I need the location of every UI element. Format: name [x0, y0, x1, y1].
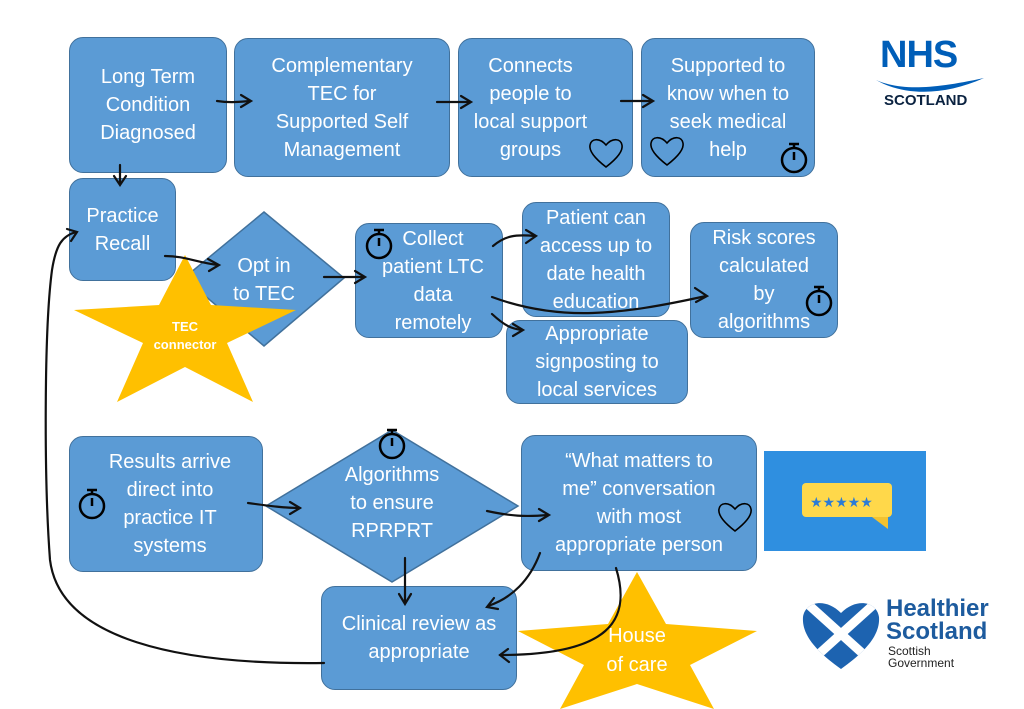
stopwatch-icon [365, 228, 393, 260]
box-signposting: Appropriate signposting to local service… [506, 320, 688, 404]
box-label: Patient can access up to date health edu… [539, 206, 653, 313]
box-label: Supported to know when to seek medical h… [666, 54, 790, 161]
box-label: Long Term Condition Diagnosed [100, 66, 196, 144]
box-practice-recall: Practice Recall [69, 178, 176, 281]
box-label: Risk scores calculated by algorithms [712, 227, 816, 333]
hs-line3: Scottish [888, 644, 931, 658]
nhs-scotland-logo: NHS SCOTLAND [874, 34, 986, 116]
box-label: Practice Recall [86, 204, 159, 255]
heart-icon [718, 502, 752, 533]
stopwatch-icon [378, 428, 406, 460]
box-label: Complementary TEC for Supported Self Man… [271, 54, 413, 161]
box-results-arrive: Results arrive direct into practice IT s… [69, 436, 263, 572]
box-label: Results arrive direct into practice IT s… [108, 451, 232, 557]
opt-in-label: Opt in to TEC [233, 255, 295, 305]
algorithms-label: Algorithms to ensure RPRPRT [344, 464, 440, 542]
box-ltc-diagnosed: Long Term Condition Diagnosed [69, 37, 227, 173]
tec-connector-label: TEC connector [153, 319, 217, 352]
star-rating-icon: ★★★★★ [764, 451, 926, 551]
heart-icon [589, 138, 623, 169]
box-label: Collect patient LTC data remotely [382, 227, 484, 334]
box-patient-access: Patient can access up to date health edu… [522, 202, 670, 317]
box-collect-data: Collect patient LTC data remotely [355, 223, 503, 338]
box-connects-people: Connects people to local support groups [458, 38, 633, 177]
box-what-matters: “What matters to me” conversation with m… [521, 435, 757, 571]
nhs-logo-text: NHS [880, 34, 958, 76]
box-label: Clinical review as appropriate [341, 613, 497, 663]
nhs-wave-icon [876, 78, 984, 92]
stopwatch-icon [780, 142, 808, 174]
hs-line4: Government [888, 656, 955, 670]
stopwatch-icon [805, 285, 833, 317]
stopwatch-icon [78, 488, 106, 520]
box-label: Appropriate signposting to local service… [535, 323, 659, 401]
house-of-care-label: House of care [606, 625, 668, 676]
saltire-heart-icon [802, 603, 880, 669]
svg-text:★★★★★: ★★★★★ [810, 495, 873, 511]
box-risk-scores: Risk scores calculated by algorithms [690, 222, 838, 338]
heart-icon [650, 136, 684, 167]
hs-line2: Scotland [886, 618, 988, 645]
box-label: Connects people to local support groups [473, 54, 588, 161]
nhs-logo-subtext: SCOTLAND [884, 92, 968, 109]
box-complementary-tec: Complementary TEC for Supported Self Man… [234, 38, 450, 177]
box-clinical-review: Clinical review as appropriate [321, 586, 517, 690]
box-supported-know: Supported to know when to seek medical h… [641, 38, 815, 177]
hs-line1: Healthier [886, 595, 989, 622]
box-label: “What matters to me” conversation with m… [555, 450, 723, 556]
